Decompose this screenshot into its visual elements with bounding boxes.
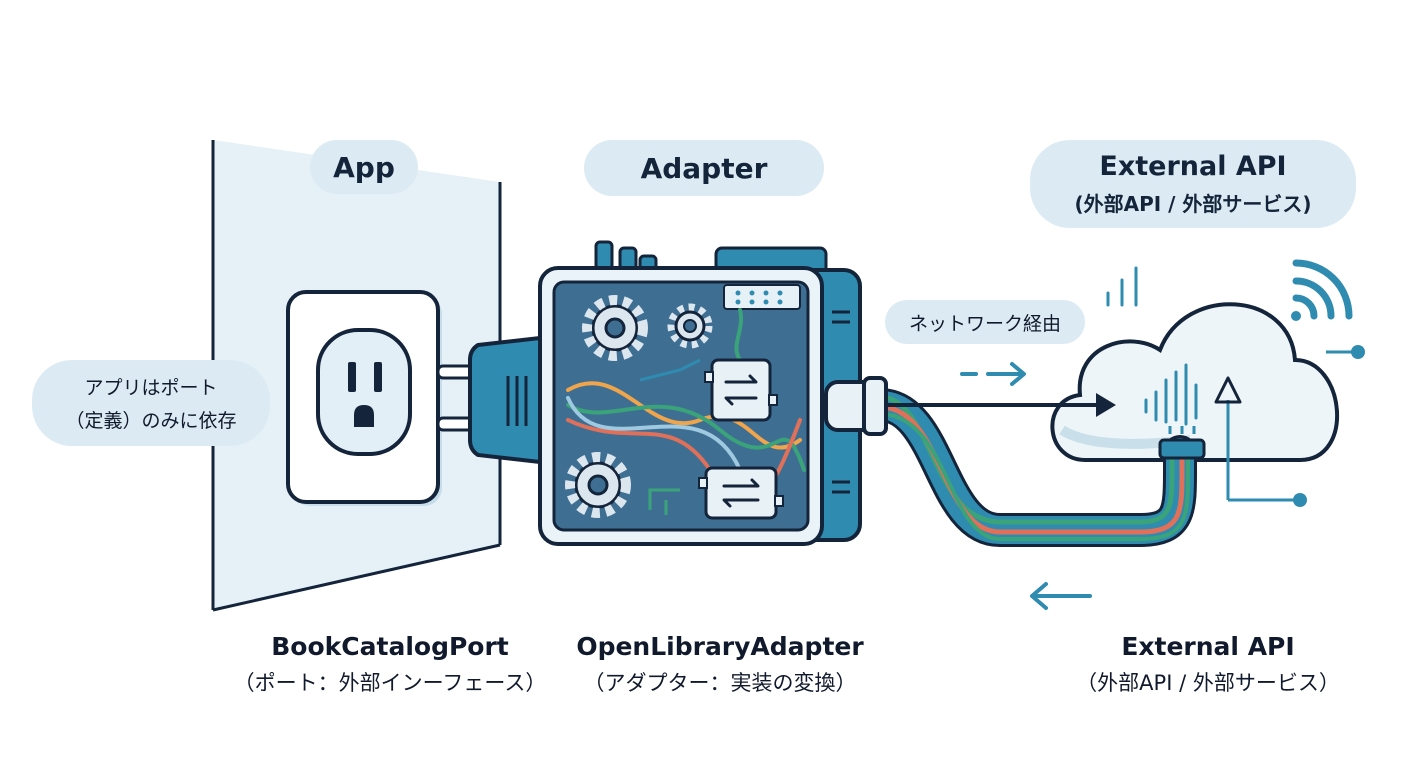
- adapter-label-text: Adapter: [640, 151, 768, 185]
- api-name: External API: [1121, 632, 1295, 661]
- external-api-subtitle: (外部API / 外部サービス): [1074, 192, 1312, 216]
- arrow-up-icon: [1214, 345, 1365, 507]
- external-api-label: External API (外部API / 外部サービス): [1030, 140, 1356, 228]
- app-label-text: App: [333, 150, 395, 184]
- gear-icon: [582, 295, 648, 361]
- api-caption: External API （外部API / 外部サービス）: [1040, 632, 1376, 697]
- plug-icon: [436, 335, 542, 465]
- cable-icon: [863, 388, 1197, 547]
- external-api-title: External API: [1099, 151, 1287, 182]
- swap-arrows-icon: [704, 358, 778, 422]
- adapter-description: （アダプター：実装の変換）: [583, 671, 857, 695]
- adapter-name: OpenLibraryAdapter: [576, 632, 864, 661]
- app-label: App: [310, 140, 418, 194]
- adapter-label: Adapter: [584, 140, 824, 196]
- signal-bars: [1106, 266, 1198, 426]
- network-label-text: ネットワーク経由: [908, 312, 1061, 335]
- network-label: ネットワーク経由: [885, 300, 1085, 344]
- wifi-signal-icon: [1291, 259, 1353, 321]
- arrow-right-icon: [888, 393, 1116, 417]
- adapter-caption: OpenLibraryAdapter （アダプター：実装の変換）: [540, 632, 900, 697]
- dependency-note-line1: アプリはポート: [84, 377, 218, 399]
- arrow-left-icon: [1030, 582, 1092, 610]
- dependency-note: アプリはポート （定義）のみに依存: [32, 360, 270, 446]
- dependency-note-line2: （定義）のみに依存: [65, 410, 237, 432]
- port-caption: BookCatalogPort （ポート：外部インーフェース）: [200, 632, 580, 697]
- port-name: BookCatalogPort: [271, 632, 509, 661]
- port-description: （ポート：外部インーフェース）: [233, 671, 547, 695]
- gear-icon: [667, 303, 713, 349]
- gear-icon: [565, 452, 631, 518]
- swap-arrows-icon: [698, 466, 784, 520]
- api-description: （外部API / 外部サービス）: [1076, 671, 1340, 695]
- wall-outlet-icon: [286, 290, 442, 506]
- cable-connector: [824, 376, 1206, 460]
- arrow-right-icon: [960, 362, 1026, 386]
- cloud-icon: [1050, 302, 1340, 462]
